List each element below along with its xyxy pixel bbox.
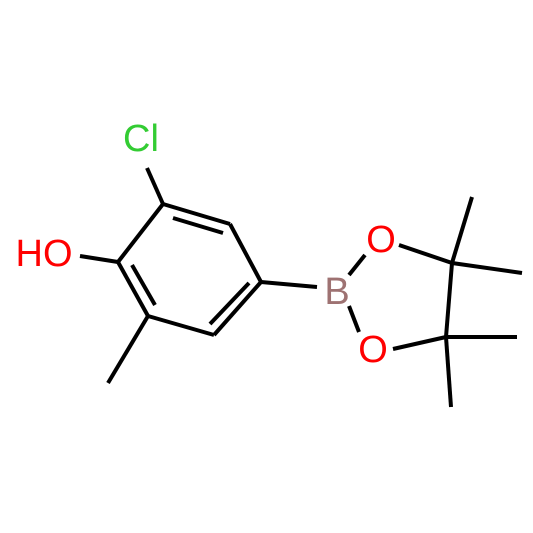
ring-bond-c5-c6 [116,261,150,317]
hydroxyl-atom-label: HO [16,233,73,275]
boron-atom-label: B [324,271,349,313]
bond-c5-methyl [106,314,150,385]
bond-o-lower-c8 [392,335,447,351]
benzene-ring [116,202,263,337]
oxygen-lower-atom-label: O [358,329,388,371]
dioxaborolane-ring [347,196,523,408]
ring-bond-c4-c5 [147,314,215,337]
ring-double-bond-c3-c4 [208,281,251,326]
oxygen-upper-atom-label: O [366,219,396,261]
bond-c3-boron [260,280,318,289]
ring-bond-c1-c2 [162,202,231,226]
bond-c7-c8 [444,262,454,338]
bond-boron-o-lower [347,305,361,333]
bond-c8-methyl-down [444,336,453,408]
ring-double-bond-c5-c6 [130,264,157,306]
chlorine-atom-label: Cl [123,118,159,160]
bond-c7-methyl-right [451,261,523,275]
bond-boron-o-upper [347,253,367,277]
ring-bond-c2-c3 [228,223,263,283]
bond-c7-methyl-up [450,196,474,264]
bond-c6-oxygen [79,254,119,264]
ring-double-bond-c1-c2 [172,216,224,235]
ring-bond-c6-c1 [116,202,165,264]
bond-c1-chlorine [145,167,165,205]
bond-o-upper-c7 [398,243,453,265]
ring-bond-c3-c4 [212,280,263,337]
